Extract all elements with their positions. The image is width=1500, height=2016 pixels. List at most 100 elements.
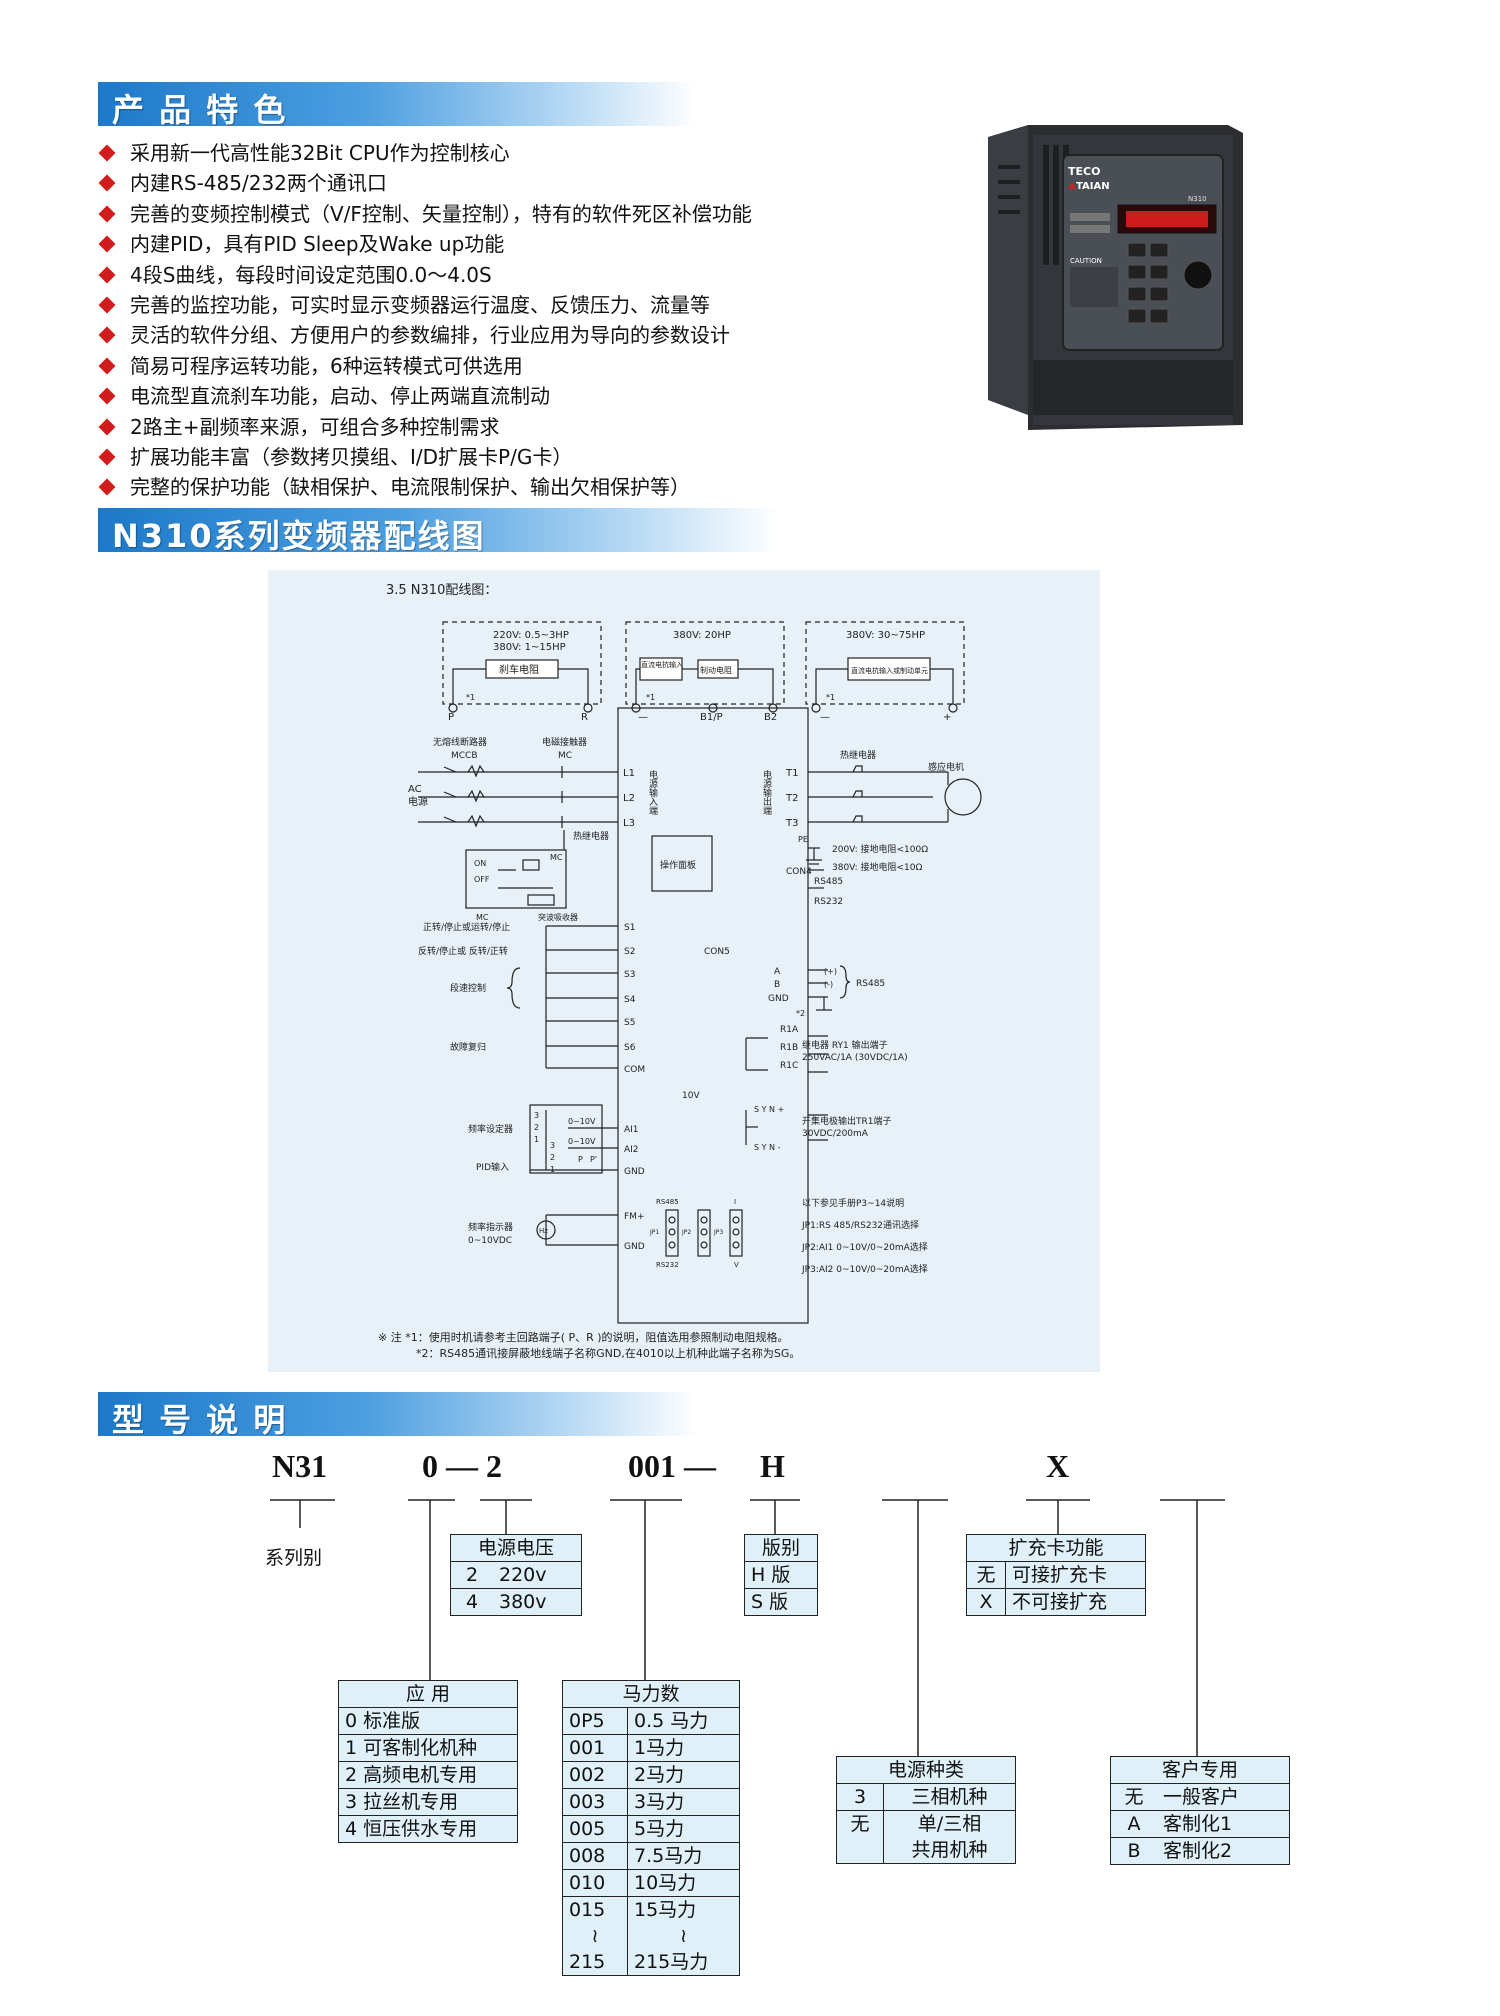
terminal-b1p: B1/P (700, 712, 723, 723)
terminal-l1: L1 (623, 768, 635, 779)
box1-spec: 220V: 0.5~3HP (493, 630, 569, 641)
table-row: 4 恒压供水专用 (338, 1815, 518, 1843)
rs232-port-label: RS232 (814, 897, 843, 907)
pot-pin: 2 (550, 1153, 555, 1162)
terminal-gnd-ai: GND (624, 1167, 645, 1177)
mccb-code: MCCB (451, 751, 478, 761)
model-code-version: H (760, 1448, 785, 1484)
pot-pin: 1 (550, 1165, 555, 1174)
note-mark-2: *2 (796, 1009, 805, 1018)
model-code-voltage: 0 — 2 (422, 1448, 502, 1484)
terminal-minus: — (638, 712, 648, 723)
jp-note: JP1:RS 485/RS232通讯选择 (801, 1219, 919, 1231)
freq-indicator-range: 0~10VDC (468, 1236, 512, 1246)
mc-contact-label: MC (476, 913, 489, 922)
brand-taian: TAIAN (1076, 181, 1110, 192)
terminal-r: R (581, 712, 588, 723)
terminal-ai1: AI1 (624, 1125, 639, 1135)
terminal-b2: B2 (764, 712, 777, 723)
motor-label: 感应电机 (928, 761, 964, 773)
table-row: S 版 (744, 1588, 818, 1616)
terminal-s4: S4 (624, 995, 636, 1005)
terminal-s5: S5 (624, 1018, 635, 1028)
customer-table-title: 客户专用 (1110, 1756, 1290, 1784)
table-row: H 版 (744, 1561, 818, 1589)
jp-note: 以下参见手册P3~14说明 (802, 1197, 904, 1209)
pot-pin: 1 (534, 1135, 539, 1144)
diagram-heading: 3.5 N310配线图： (386, 583, 497, 598)
feature-item: 4段S曲线，每段时间设定范围0.0～4.0S (98, 260, 958, 290)
application-table-title: 应 用 (338, 1680, 518, 1708)
note-mark: *1 (826, 693, 835, 702)
thermal-relay2-label: 热继电器 (573, 830, 609, 842)
terminal-s6: S6 (624, 1043, 636, 1053)
mccb-label: 无熔线断路器 (433, 736, 487, 748)
p-prime-label: P' (590, 1155, 597, 1164)
feature-item: 完善的变频控制模式（V/F控制、矢量控制），特有的软件死区补偿功能 (98, 199, 958, 229)
syn-desc: 开集电极输出TR1端子 (802, 1115, 891, 1127)
model-section-title: 型 号 说 明 (112, 1401, 288, 1439)
wiring-section-title: N310系列变频器配线图 (112, 517, 486, 555)
brand-teco: TECO (1068, 165, 1100, 178)
dc-reactor-label: 直流电抗输入 (641, 660, 683, 669)
ai1-range: 0~10V (568, 1117, 596, 1126)
power-output-label: 电源输出端 (761, 769, 772, 816)
pot-pin: 3 (550, 1141, 555, 1150)
terminal-s3: S3 (624, 970, 635, 980)
model-section-bar: 型 号 说 明 (98, 1392, 698, 1439)
terminal-plus: + (943, 712, 951, 723)
logo-triangle-icon (1068, 182, 1076, 189)
jp-note: JP2:AI1 0~10V/0~20mA选择 (801, 1241, 928, 1253)
ac-label: AC (408, 784, 422, 795)
box1-spec: 380V: 1~15HP (493, 642, 566, 653)
table-row: 2 高频电机专用 (338, 1761, 518, 1789)
pid-input-label: PID输入 (476, 1161, 509, 1173)
brake-resistor-label: 刹车电阻 (499, 663, 539, 676)
series-label: 系列别 (265, 1547, 323, 1569)
features-section-bar: 产 品 特 色 (98, 82, 698, 129)
voltage-table-title: 电源电压 (450, 1534, 582, 1562)
jp-rs485: RS485 (656, 1198, 679, 1206)
s2-desc: 反转/停止或 反转/正转 (418, 945, 508, 957)
con5-label: CON5 (704, 947, 730, 957)
feature-item: 采用新一代高性能32Bit CPU作为控制核心 (98, 138, 958, 168)
box3-spec: 380V: 30~75HP (846, 630, 925, 641)
power-type-table-title: 电源种类 (836, 1756, 1016, 1784)
wiring-diagram: 3.5 N310配线图： 220V: 0.5~3HP 380V: 1~15HP … (268, 570, 1100, 1372)
pot-pin: 3 (534, 1111, 539, 1120)
feature-item: 电流型直流刹车功能，启动、停止两端直流制动 (98, 381, 958, 411)
model-code-hp: 001 — (628, 1448, 716, 1484)
table-row: 3 拉丝机专用 (338, 1788, 518, 1816)
feature-item: 扩展功能丰富（参数拷贝摸组、I/D扩展卡P/G卡） (98, 442, 958, 472)
feature-list: 采用新一代高性能32Bit CPU作为控制核心 内建RS-485/232两个通讯… (98, 138, 958, 503)
jp-v: V (734, 1261, 739, 1269)
wiring-section-bar: N310系列变频器配线图 (98, 508, 778, 555)
rs485-port-label: RS485 (814, 877, 843, 887)
table-row: 0 标准版 (338, 1707, 518, 1735)
terminal-r1c: R1C (780, 1061, 798, 1071)
terminal-r1b: R1B (780, 1043, 798, 1053)
rs485-label: RS485 (856, 979, 885, 989)
diagram-note-1: ※ 注 *1：使用时机请参考主回路端子( P、R )的说明，阻值选用参照制动电阻… (378, 1330, 789, 1344)
jp3: JP3 (713, 1229, 723, 1236)
feature-item: 完整的保护功能（缺相保护、电流限制保护、输出欠相保护等） (98, 472, 958, 502)
terminal-com: COM (624, 1065, 645, 1075)
features-section-title: 产 品 特 色 (112, 91, 288, 129)
terminal-l3: L3 (623, 818, 635, 829)
ac-power-label: 电源 (408, 795, 428, 808)
ground-200v: 200V: 接地电阻<100Ω (832, 843, 928, 855)
table-row: 1 可客制化机种 (338, 1734, 518, 1762)
model-code-series: N31 (272, 1448, 328, 1484)
terminal-pe: PE (798, 835, 808, 844)
